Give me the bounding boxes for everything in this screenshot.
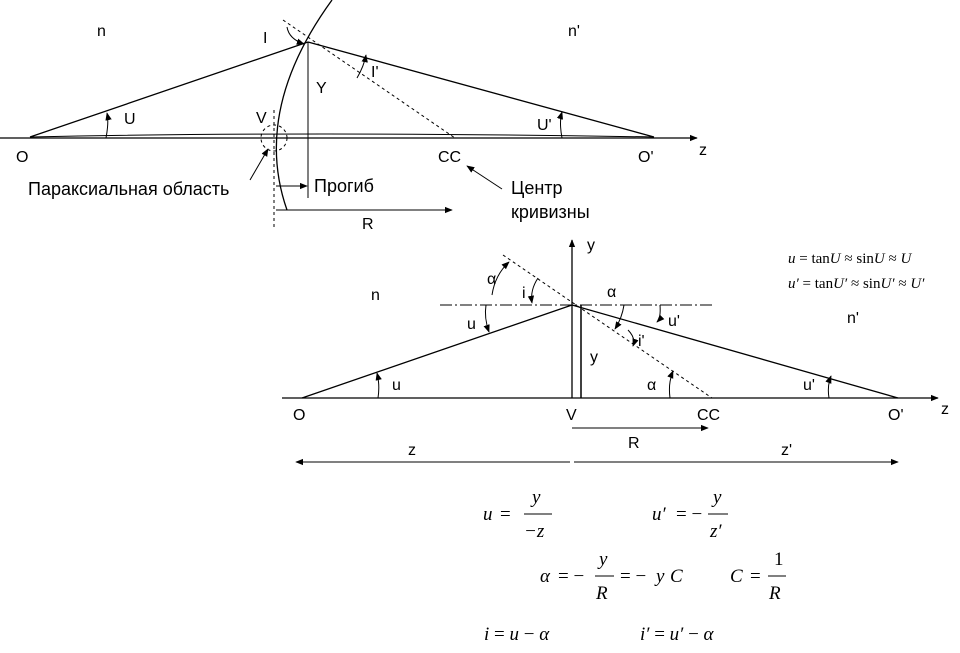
top-normal-line <box>282 19 456 139</box>
top-angle-I-prime-label: I' <box>371 64 379 81</box>
top-angle-U-prime-arc <box>556 111 563 139</box>
top-paraxial-circle <box>260 124 288 152</box>
top-n-prime-label: n' <box>568 23 580 40</box>
svg-text:−z: −z <box>524 521 545 542</box>
bottom-point-O-prime-label: O' <box>888 407 904 424</box>
bottom-refracted-ray <box>571 304 899 399</box>
top-center-label-line2: кривизны <box>511 202 590 222</box>
bottom-angle-u-lower-arc <box>375 372 382 399</box>
bottom-angle-i-label: i <box>522 285 526 302</box>
bottom-distance-z-label: z <box>408 442 416 459</box>
bottom-angle-u-prime-upper-label: u' <box>668 313 680 330</box>
bottom-point-CC-label: CC <box>697 407 720 424</box>
svg-text:y: y <box>654 566 665 587</box>
formulas: u = y −z u′ = − y z′ α = − y R = − y C C <box>483 487 786 645</box>
top-axis-z-label: z <box>699 142 707 159</box>
bottom-point-O-label: O <box>293 407 305 424</box>
bottom-angle-u-upper-label: u <box>467 316 476 333</box>
bottom-normal-line <box>502 254 713 399</box>
svg-text:= −: = − <box>676 504 702 525</box>
top-refracting-surface <box>275 0 333 211</box>
top-refracted-ray <box>307 41 655 138</box>
svg-text:R: R <box>595 583 608 604</box>
top-paraxial-pointer <box>249 148 269 181</box>
top-point-O-prime-label: O' <box>638 149 654 166</box>
formula-u-prime: u′ = − y z′ <box>652 487 728 542</box>
bottom-angle-u-prime-lower-label: u' <box>803 377 815 394</box>
bottom-diagram: n n' y α i α u u' i' y α u u' O V CC O' … <box>282 237 949 466</box>
svg-text:= −: = − <box>620 566 646 587</box>
formula-i-prime: i′ = u′ − α <box>640 624 715 645</box>
bottom-n-prime-label: n' <box>847 310 859 327</box>
bottom-angle-i-arc <box>527 277 539 304</box>
top-diagram: n n' I I' Y U U' V O CC O' z Параксиальн… <box>0 0 707 233</box>
top-vertex-V-label: V <box>256 110 267 127</box>
bottom-angle-alpha-upper-arc <box>491 261 510 296</box>
bottom-angle-u-upper-arc <box>483 304 490 333</box>
svg-text:z′: z′ <box>709 521 722 542</box>
svg-text:= −: = − <box>558 566 584 587</box>
svg-text:u′: u′ <box>652 504 667 525</box>
svg-text:R: R <box>768 583 781 604</box>
svg-text:1: 1 <box>774 549 784 570</box>
bottom-vertex-V-label: V <box>566 407 577 424</box>
top-angle-I-label: I <box>263 30 267 47</box>
svg-text:=: = <box>750 566 761 587</box>
top-point-O-label: O <box>16 149 28 166</box>
top-radius-R-label: R <box>362 216 374 233</box>
bottom-alpha-upper-label: α <box>487 271 496 288</box>
svg-text:=: = <box>500 504 511 525</box>
svg-text:y: y <box>597 549 608 570</box>
top-angle-U-prime-label: U' <box>537 117 552 134</box>
top-paraxial-region-label: Параксиальная область <box>28 179 229 199</box>
svg-text:C: C <box>730 566 743 587</box>
bottom-n-label: n <box>371 287 380 304</box>
bottom-alpha-lower-label: α <box>647 377 656 394</box>
top-n-label: n <box>97 23 106 40</box>
bottom-axis-z-label: z <box>941 401 949 418</box>
bottom-angle-i-prime-arc <box>627 329 639 347</box>
svg-text:y: y <box>711 487 722 508</box>
bottom-angle-u-prime-lower-arc <box>825 375 832 399</box>
bottom-distance-z-prime-label: z' <box>781 442 792 459</box>
svg-text:α: α <box>540 566 551 587</box>
bottom-angle-alpha-lower-arc <box>667 370 674 399</box>
bottom-incident-ray <box>301 304 573 399</box>
svg-text:u: u <box>483 504 493 525</box>
svg-text:C: C <box>670 566 683 587</box>
top-point-CC-label: CC <box>438 149 461 166</box>
approx-line-1: u = tanU ≈ sinU ≈ U <box>788 251 912 267</box>
bottom-height-y-label: y <box>590 349 598 366</box>
bottom-radius-R-label: R <box>628 435 640 452</box>
formula-i: i = u − α <box>484 624 550 645</box>
top-paraxial-ray <box>29 133 655 138</box>
svg-text:y: y <box>530 487 541 508</box>
approx-line-2: u′ = tanU′ ≈ sinU′ ≈ U′ <box>788 276 925 292</box>
formula-u: u = y −z <box>483 487 552 542</box>
bottom-angle-alpha-right-arc <box>614 304 625 330</box>
top-angle-I-arc <box>286 26 305 45</box>
formula-C: C = 1 R <box>730 549 786 604</box>
bottom-axis-y-label: y <box>587 237 595 254</box>
small-angle-approximations: u = tanU ≈ sinU ≈ U u′ = tanU′ ≈ sinU′ ≈… <box>788 251 925 292</box>
bottom-angle-u-lower-label: u <box>392 377 401 394</box>
bottom-angle-i-prime-label: i' <box>638 333 645 350</box>
top-sag-label: Прогиб <box>314 176 374 196</box>
top-incident-ray <box>29 41 309 138</box>
top-angle-U-label: U <box>124 111 136 128</box>
top-height-Y-label: Y <box>316 80 327 97</box>
top-center-pointer <box>466 165 503 190</box>
top-angle-I-prime-arc <box>356 54 368 79</box>
top-center-label-line1: Центр <box>511 178 563 198</box>
bottom-angle-u-prime-upper-arc <box>656 304 665 323</box>
top-angle-U-arc <box>105 112 112 139</box>
formula-alpha: α = − y R = − y C <box>540 549 683 604</box>
bottom-alpha-right-label: α <box>607 284 616 301</box>
